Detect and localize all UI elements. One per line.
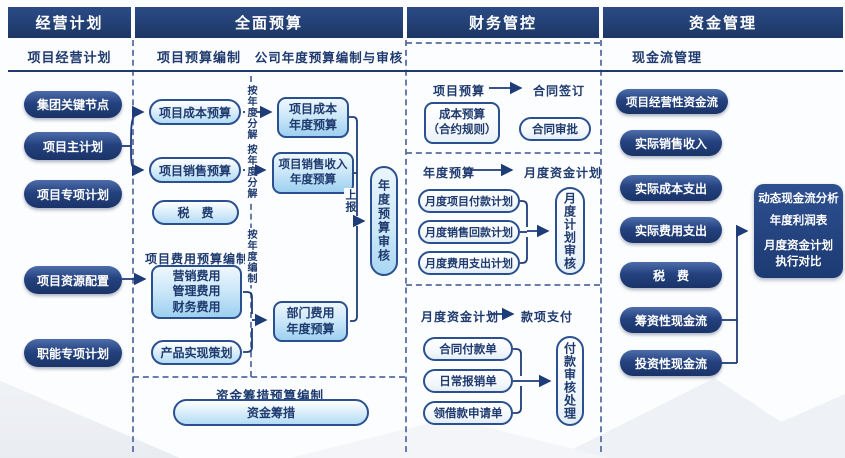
plan-pill-special-plan: 项目专项计划 <box>24 180 122 208</box>
s3-pill-loan-request: 领借款申请单 <box>423 401 513 425</box>
plan-pill-resource-config: 项目资源配置 <box>24 266 122 294</box>
divider-col3-col4 <box>600 40 602 452</box>
s2-pill-receipt-plan: 月度销售回款计划 <box>418 220 520 244</box>
divider-col2-col3 <box>405 40 407 452</box>
cash-pill-financing: 筹资性现金流 <box>620 307 722 333</box>
s2-to-label: 月度资金计划 <box>524 166 603 180</box>
header-label: 资金管理 <box>688 15 757 32</box>
annual-review-pill: 年度预算审核 <box>370 166 398 276</box>
fee-box: 营销费用 管理费用 财务费用 <box>151 265 242 319</box>
annual-cost-box: 项目成本 年度预算 <box>277 97 349 138</box>
s3-to-label: 款项支付 <box>521 310 574 324</box>
analysis-box: 动态现金流分析 年度利润表 月度资金计划 执行对比 <box>754 184 843 278</box>
subheader-project-budget: 项目预算编制 <box>156 50 241 65</box>
finance-box-top <box>406 42 600 44</box>
budget-pill-sales: 项目销售预算 <box>149 157 241 183</box>
fee-box-line: 管理费用 <box>172 284 221 299</box>
header-full-budget: 全面预算 <box>135 7 403 38</box>
divider-col1-col2 <box>132 40 134 452</box>
cash-pill-operating: 项目经营性资金流 <box>616 89 728 114</box>
analysis-line: 动态现金流分析 <box>758 192 839 205</box>
s3-pill-contract-payment: 合同付款单 <box>423 337 513 361</box>
fee-box-line: 财务费用 <box>172 299 221 314</box>
cash-pill-fee-expense: 实际费用支出 <box>620 217 722 243</box>
budget-pill-tax: 税 费 <box>152 200 239 225</box>
analysis-line: 月度资金计划 <box>764 240 833 252</box>
header-fund-management: 资金管理 <box>603 7 843 38</box>
decompose-label-1: 按年度分解 <box>245 84 256 141</box>
cash-pill-cost-expense: 实际成本支出 <box>620 175 722 201</box>
compile-label: 按年度编制 <box>245 228 256 285</box>
budget-pill-cost: 项目成本预算 <box>149 99 241 125</box>
header-label: 全面预算 <box>234 15 303 32</box>
mountain-shape <box>555 378 845 458</box>
funding-pill: 资金筹措 <box>173 399 369 426</box>
dept-fee-line: 年度预算 <box>286 321 335 336</box>
s2-review-pill: 月度计划审核 <box>555 187 585 275</box>
s2-pill-expense-plan: 月度费用支出计划 <box>418 251 520 275</box>
plan-pill-group-nodes: 集团关键节点 <box>24 91 122 118</box>
s3-from-label: 月度资金计划 <box>421 310 500 324</box>
s1-box-line: （合约规则） <box>427 124 497 136</box>
subheader-project-plan: 项目经营计划 <box>27 50 112 65</box>
analysis-line: 执行对比 <box>775 255 822 268</box>
fee-section-label: 项目费用预算编制 <box>144 252 249 266</box>
header-label: 财务管控 <box>468 15 537 32</box>
fee-box-line: 营销费用 <box>172 268 221 283</box>
s3-review-pill: 付款审核处理 <box>556 336 584 426</box>
header-label: 经营计划 <box>35 15 104 32</box>
s1-cost-rule-box: 成本预算 （合约规则） <box>424 102 500 144</box>
header-business-plan: 经营计划 <box>8 7 131 38</box>
dept-fee-box: 部门费用 年度预算 <box>273 301 348 342</box>
budget-pill-product: 产品实现策划 <box>151 340 242 365</box>
cash-pill-tax: 税 费 <box>620 262 722 288</box>
cash-pill-investing: 投资性现金流 <box>620 350 722 376</box>
budget-funding-divider <box>133 376 405 378</box>
finance-section-divider-1 <box>406 152 600 154</box>
decompose-label-2: 按年度分解 <box>245 143 256 200</box>
report-label: 上报 <box>344 188 356 214</box>
s1-to-label: 合同签订 <box>533 84 586 98</box>
analysis-line: 年度利润表 <box>769 215 828 228</box>
annual-cost-line: 年度预算 <box>288 117 337 132</box>
s3-pill-daily-expense: 日常报销单 <box>423 369 513 393</box>
plan-pill-master-plan: 项目主计划 <box>24 132 122 160</box>
subheader-cashflow: 现金流管理 <box>632 50 703 65</box>
cash-pill-sales-income: 实际销售收入 <box>620 130 722 156</box>
divider-budget-internal <box>250 76 252 377</box>
annual-sales-line: 年度预算 <box>290 174 336 186</box>
s2-from-label: 年度预算 <box>423 166 476 180</box>
s2-pill-payment-plan: 月度项目付款计划 <box>418 189 520 213</box>
s1-from-label: 项目预算 <box>433 84 486 98</box>
plan-pill-function-plan: 职能专项计划 <box>24 339 122 367</box>
header-finance-control: 财务管控 <box>407 7 599 38</box>
subheader-company-budget: 公司年度预算编制与审核 <box>254 51 404 65</box>
finance-section-divider-2 <box>406 284 600 286</box>
annual-sales-box: 项目销售收入 年度预算 <box>272 152 354 194</box>
dept-fee-line: 部门费用 <box>286 305 335 320</box>
s1-box-line: 成本预算 <box>439 109 485 122</box>
subheader-underline <box>8 70 843 72</box>
annual-sales-line: 项目销售收入 <box>278 159 348 172</box>
annual-cost-line: 项目成本 <box>288 101 337 116</box>
s1-contract-approve-pill: 合同审批 <box>519 117 591 141</box>
